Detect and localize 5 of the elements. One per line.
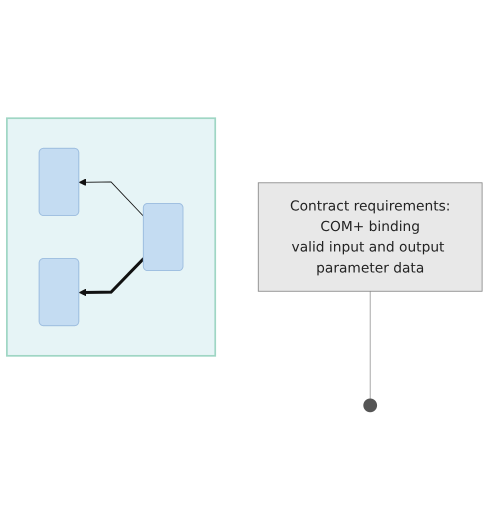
cluster [6,117,216,357]
arrow [78,257,145,296]
connector [370,290,371,400]
node-box: Contract requirements: COM+ binding valid input and output parameter data [258,182,483,292]
arrow [78,178,144,217]
